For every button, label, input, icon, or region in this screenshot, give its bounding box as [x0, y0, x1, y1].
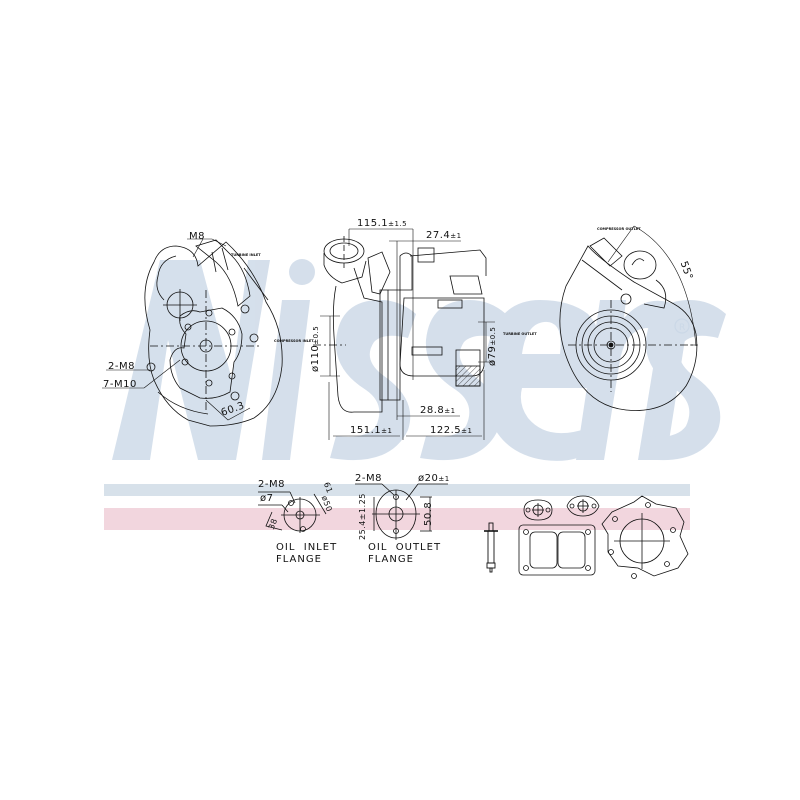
- dim-122-5: 122.5±1: [430, 425, 473, 436]
- front-view-left-dim-lines: [102, 238, 251, 421]
- sealant-syringe-icon: [484, 522, 498, 573]
- dim-115-1: 115.1±1.5: [357, 218, 408, 229]
- note-compressor-inlet: COMPRESSOR INLET: [274, 339, 314, 343]
- inlet-label-hole: ø7: [260, 493, 274, 504]
- right-view-angle-dim: [607, 225, 698, 347]
- registered-mark: [674, 318, 690, 334]
- watermark-logo: [112, 259, 726, 461]
- note-compressor-outlet: COMPRESSOR OUTLET: [597, 227, 641, 231]
- dim-dia-110: ø110±0.5: [310, 325, 321, 372]
- gasket-round-7-bolt-icon: [601, 495, 689, 579]
- label-2-m8: 2-M8: [108, 361, 135, 372]
- front-view-left: [144, 239, 283, 427]
- outlet-dim-25-4: 25.4±1.25: [358, 493, 367, 540]
- outlet-label-2-m8: 2-M8: [355, 473, 382, 484]
- dim-151-1: 151.1±1: [350, 425, 393, 436]
- side-view-center: [313, 236, 487, 413]
- outlet-label-bore: ø20±1: [418, 473, 450, 484]
- dim-27-4: 27.4±1: [426, 230, 462, 241]
- dim-28-8: 28.8±1: [420, 405, 456, 416]
- note-turbine-inlet: TURBINE INLET: [231, 253, 261, 257]
- svg-text:R: R: [679, 323, 685, 333]
- outlet-dim-50-8: 50.8: [423, 501, 434, 526]
- gasket-twin-scroll-icon: [518, 524, 596, 576]
- oil-inlet-flange-drawing: [258, 491, 327, 533]
- front-view-right: [559, 237, 698, 411]
- gasket-2-bolt-small-icon: [523, 499, 553, 521]
- gasket-2-bolt-large-icon: [566, 495, 600, 517]
- watermark-stripe-red: [104, 508, 690, 530]
- note-turbine-outlet: TURBINE OUTLET: [503, 332, 537, 336]
- dim-dia-79: ø79±0.5: [487, 326, 498, 366]
- inlet-label-2-m8: 2-M8: [258, 479, 285, 490]
- oil-outlet-flange-drawing: [355, 483, 448, 540]
- label-7-m10: 7-M10: [103, 379, 137, 390]
- side-view-dim-lines: [320, 228, 495, 440]
- label-m8: M8: [189, 231, 205, 242]
